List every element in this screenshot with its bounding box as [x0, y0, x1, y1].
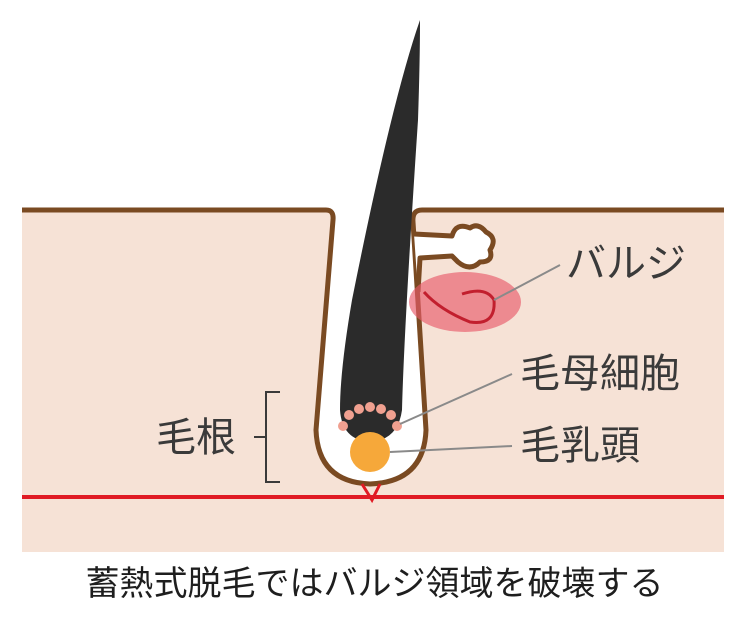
sebaceous-gland — [413, 223, 496, 293]
leader-matrix — [399, 373, 513, 425]
bulge-highlight — [409, 272, 521, 332]
papilla-stem — [360, 483, 382, 504]
label-hair-matrix-cells: 毛母細胞 — [520, 351, 680, 397]
leader-papilla — [389, 445, 513, 453]
hair-shaft — [340, 20, 420, 442]
skin-layer — [22, 210, 724, 552]
bulge-loop — [422, 289, 496, 325]
matrix-cells — [338, 402, 402, 431]
leader-bulge — [493, 264, 561, 301]
skin-outline — [22, 207, 724, 487]
label-hair-root: 毛根 — [156, 415, 236, 461]
caption: 蓄熱式脱毛ではバルジ領域を破壊する — [85, 564, 664, 604]
root-bracket — [254, 391, 280, 483]
label-bulge: バルジ — [566, 241, 686, 287]
dermal-papilla — [350, 432, 390, 472]
label-dermal-papilla: 毛乳頭 — [520, 423, 640, 469]
